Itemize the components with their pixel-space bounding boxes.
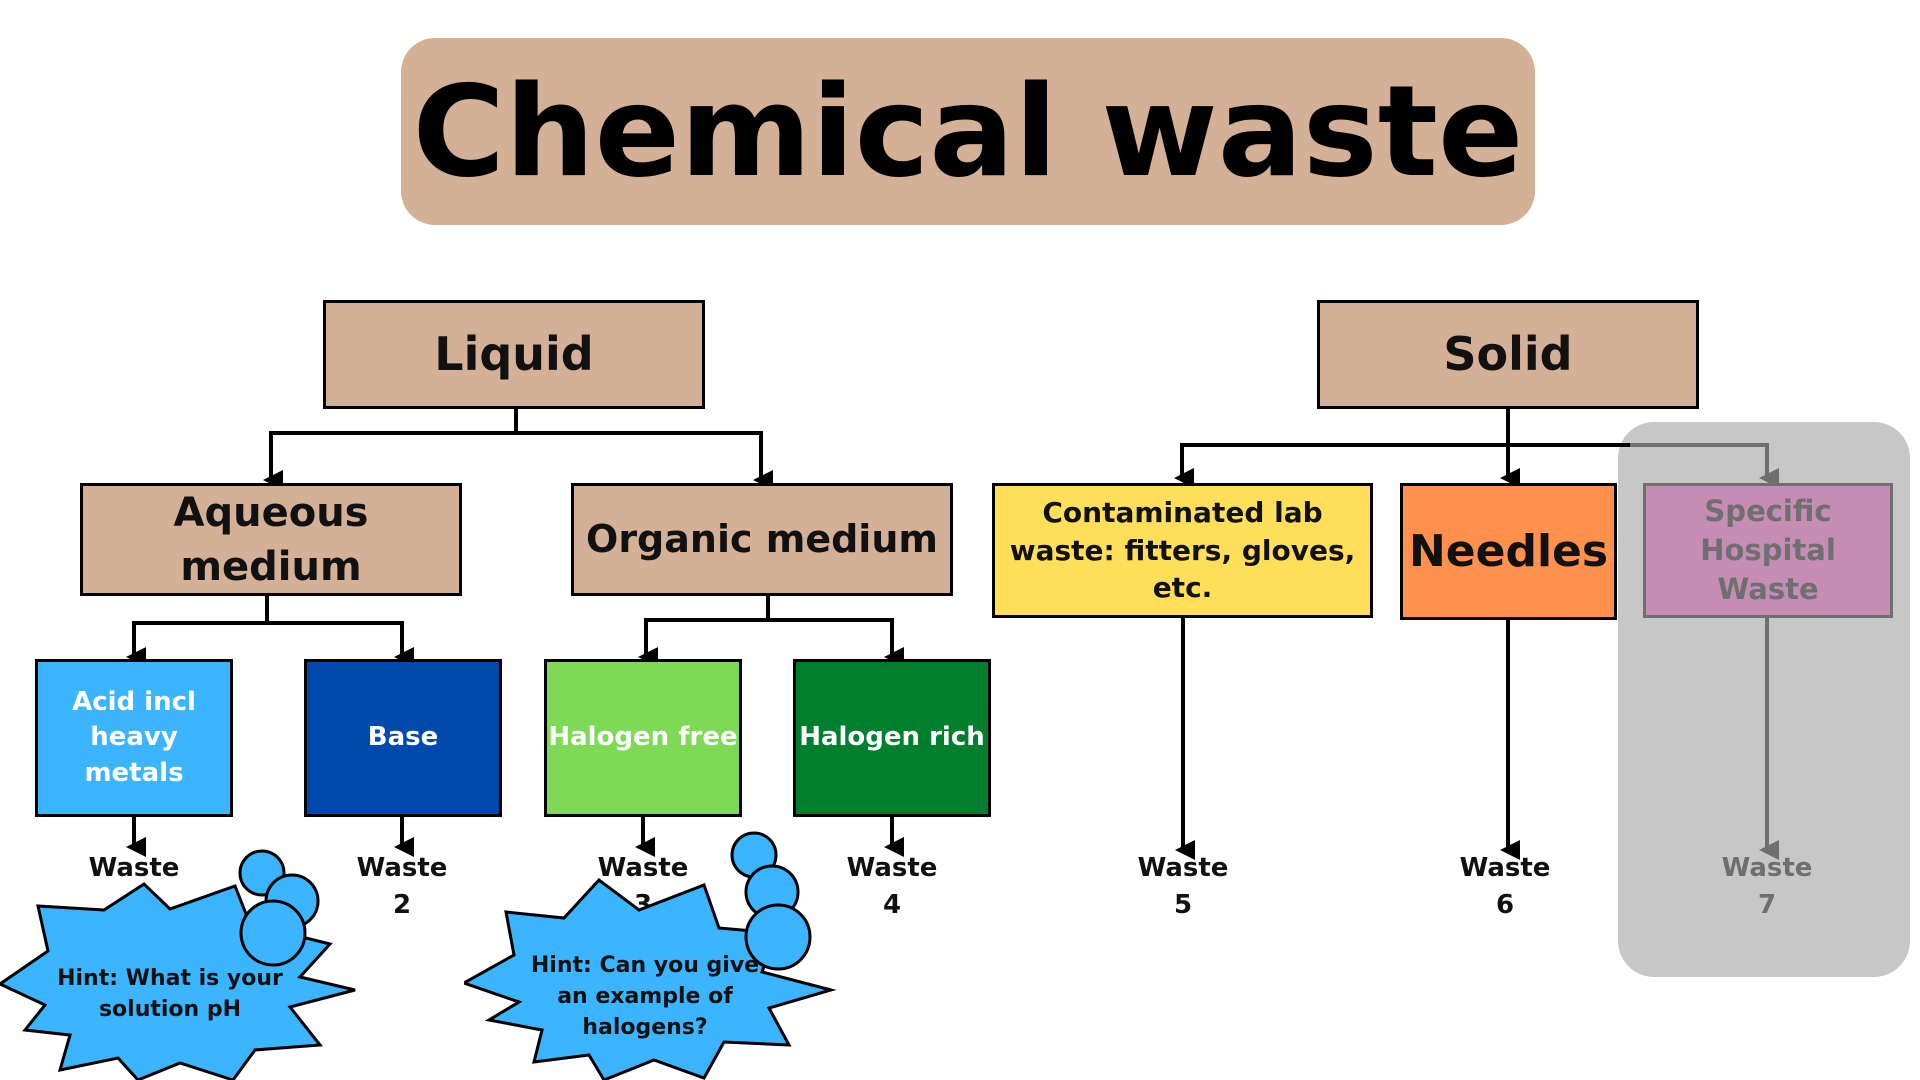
hint-bubble-2 [464,831,837,1080]
hospital-waste-bin: Specific Hospital Waste [1643,483,1893,618]
connector-liquid-split [263,409,518,490]
needles-bin: Needles [1400,483,1617,620]
page-title: Chemical waste [401,38,1535,225]
connector-solid-lab [1174,443,1630,488]
hint-text-2: Hint: Can you give an example of halogen… [530,953,760,1040]
connector-organic-split [638,596,770,667]
hint-text-1: Hint: What is your solution pH [57,966,283,1022]
bubble-circle [744,903,812,971]
aqueous-medium: Aqueous medium [80,483,462,596]
category-liquid: Liquid [323,300,705,409]
organic-medium: Organic medium [571,483,953,596]
connector-liquid-organic [516,431,773,490]
halogen-rich-bin: Halogen rich [793,659,991,817]
halogen-free-bin: Halogen free [544,659,742,817]
category-solid: Solid [1317,300,1699,409]
bubble-circle [239,899,307,967]
connector-organic-rich [768,618,904,667]
connector-solid-hospital [1630,443,1779,488]
connector-aqueous-base [267,621,414,667]
contaminated-lab-waste-bin: Contaminated lab waste: fitters, gloves,… [992,483,1373,618]
base-bin: Base [304,659,502,817]
connector-aqueous-split [126,596,269,667]
hint-bubble-1 [0,849,356,1080]
starburst-shape [464,877,837,1080]
acid-bin: Acid incl heavy metals [35,659,233,817]
